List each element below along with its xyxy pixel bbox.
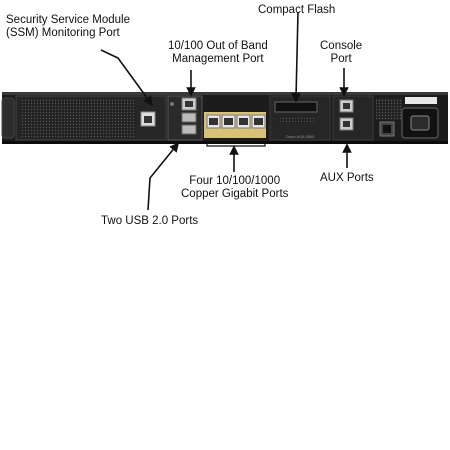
ssm-port-label-line2: (SSM) Monitoring Port — [6, 27, 120, 39]
gigabit-port-group — [204, 112, 266, 138]
ssm-port-label: Security Service Module (SSM) Monitoring… — [6, 14, 130, 40]
compact-flash-area: Cisco ASA 5500 — [269, 95, 331, 141]
console-aux-cluster — [332, 95, 374, 141]
power-socket-inlet — [410, 115, 430, 131]
gigabit-jack-0 — [209, 118, 218, 125]
console-port-label: Console Port — [320, 40, 362, 66]
gigabit-ports-label: Four 10/100/1000 Copper Gigabit Ports — [181, 175, 288, 201]
console-label-line1: Console — [320, 40, 363, 52]
ssm-vent-grille — [20, 99, 135, 137]
aux-jack — [343, 121, 350, 127]
power-switch-rocker — [383, 125, 391, 133]
oob-management-port-label: 10/100 Out of Band Management Port — [168, 40, 268, 66]
ssm-slot — [15, 95, 167, 141]
gigabit-label-line2: Copper Gigabit Ports — [181, 188, 289, 200]
oob-port-jack — [185, 101, 193, 107]
aux-ports-label: AUX Ports — [320, 172, 374, 185]
gigabit-jack-3 — [254, 118, 263, 125]
ssm-port-label-line1: Security Service Module — [6, 14, 130, 26]
chassis-bottom-edge — [2, 141, 448, 144]
compact-flash-slot[interactable] — [274, 101, 318, 113]
right-vent-grille — [376, 98, 402, 120]
chassis-top-edge — [2, 92, 448, 95]
console-jack — [343, 103, 350, 109]
gigabit-jack-2 — [239, 118, 248, 125]
screw-icon — [170, 102, 174, 106]
usb-port-2[interactable] — [181, 124, 197, 135]
compact-flash-label: Compact Flash — [258, 4, 335, 17]
usb-ports-label: Two USB 2.0 Ports — [101, 215, 198, 228]
power-area — [376, 97, 439, 139]
left-mount-ear — [1, 97, 15, 139]
gigabit-bracket — [206, 143, 266, 147]
usb-port-1[interactable] — [181, 112, 197, 123]
console-label-line2: Port — [330, 53, 352, 65]
flash-vent — [278, 118, 314, 124]
serial-sticker — [405, 97, 437, 104]
leader-lines — [100, 11, 352, 211]
usb-label-text: Two USB 2.0 Ports — [101, 215, 199, 227]
gigabit-jack-1 — [224, 118, 233, 125]
usb-leader — [147, 142, 180, 211]
oob-label-line1: 10/100 Out of Band — [168, 40, 268, 52]
compact-flash-leader — [291, 11, 301, 103]
aux-label-text: AUX Ports — [320, 172, 374, 184]
ssm-port-jack — [144, 116, 152, 123]
left-port-cluster — [167, 95, 203, 141]
gigabit-label-line1: Four 10/100/1000 — [189, 175, 281, 187]
model-text: Cisco ASA 5500 — [286, 134, 315, 139]
oob-label-line2: Management Port — [172, 53, 264, 65]
ssm-leader — [100, 49, 153, 106]
compact-flash-label-text: Compact Flash — [258, 4, 336, 16]
